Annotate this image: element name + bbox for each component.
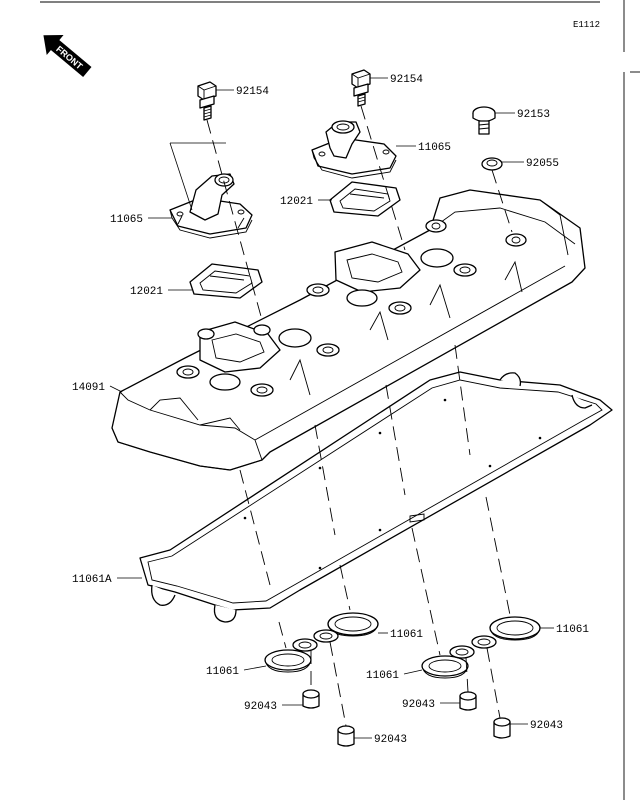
collar-92043-left	[302, 689, 320, 709]
collar-92043-right-up	[459, 691, 477, 711]
bolt-92153	[472, 106, 496, 135]
callout-12021-left: 12021	[130, 286, 163, 298]
front-arrow-icon: FRONT	[43, 35, 92, 78]
diagram-code: E1112	[573, 20, 600, 30]
callout-14091: 14091	[72, 382, 105, 394]
callout-11061-left: 11061	[206, 666, 239, 678]
callout-labels: 92154 92154 92153 11065 92055 12021 1106…	[72, 74, 589, 746]
head-cover-gasket-11061A	[139, 371, 613, 623]
cylinder-head-cover	[111, 189, 586, 471]
callout-11065-left: 11065	[110, 214, 143, 226]
callout-92055: 92055	[526, 158, 559, 170]
callout-11061-far-right: 11061	[556, 624, 589, 636]
washer-92055	[481, 157, 503, 171]
bolt-92154-left	[197, 81, 217, 121]
callout-92043-right-up: 92043	[402, 699, 435, 711]
small-seal-rings	[292, 629, 497, 659]
callout-12021-right: 12021	[280, 196, 313, 208]
callout-11061A: 11061A	[72, 574, 112, 586]
assembly-lines	[206, 105, 513, 727]
callout-92043-left: 92043	[244, 701, 277, 713]
callout-11061-right: 11061	[366, 670, 399, 682]
callout-92154-right: 92154	[390, 74, 423, 86]
gasket-12021-left	[189, 263, 263, 299]
callout-92043-center-low: 92043	[374, 734, 407, 746]
breather-cover-left	[169, 173, 253, 239]
plug-gasket-11061-left	[264, 649, 312, 673]
gasket-12021-right	[329, 181, 401, 217]
callout-92153: 92153	[517, 109, 550, 121]
leader-lines	[109, 77, 554, 739]
callout-11061-center: 11061	[390, 629, 423, 641]
collar-92043-center-low	[337, 725, 355, 747]
collar-92043-right-low	[493, 717, 511, 739]
plug-gasket-11061-right	[421, 655, 469, 679]
callout-92154-left: 92154	[236, 86, 269, 98]
breather-cover-right	[311, 120, 397, 179]
callout-11065-right: 11065	[418, 142, 451, 154]
page-frame	[40, 0, 640, 800]
bolt-92154-right	[351, 69, 371, 107]
callout-92043-right-low: 92043	[530, 720, 563, 732]
plug-gasket-11061-far-right	[489, 616, 541, 641]
